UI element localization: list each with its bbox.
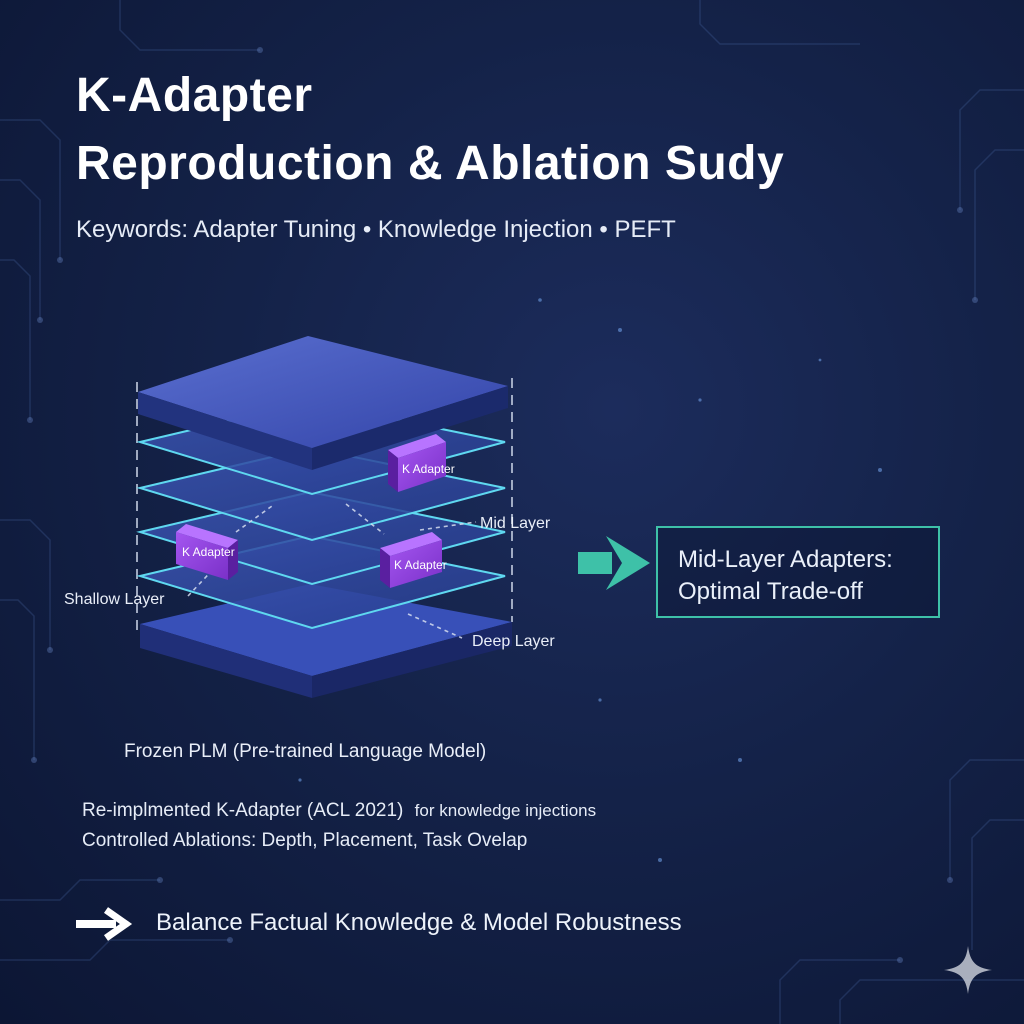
adapter-label-mid: K Adapter xyxy=(394,558,447,572)
title-line-2: Reproduction & Ablation Sudy xyxy=(76,137,785,190)
adapter-block-left: K Adapter xyxy=(176,524,238,580)
note-line-2: Controlled Ablations: Depth, Placement, … xyxy=(82,830,528,851)
connector-deep xyxy=(407,613,463,639)
title-line-1: K-Adapter xyxy=(76,69,313,122)
keywords-line: Keywords: Adapter Tuning • Knowledge Inj… xyxy=(76,216,676,243)
diagram-caption: Frozen PLM (Pre-trained Language Model) xyxy=(124,741,487,762)
label-shallow-layer: Shallow Layer xyxy=(64,591,165,608)
note-line-1-main: Re-implmented K-Adapter (ACL 2021) xyxy=(82,800,404,821)
callout-line-1: Mid-Layer Adapters: xyxy=(678,546,893,573)
adapter-block-upper: K Adapter xyxy=(388,434,455,492)
adapter-block-mid: K Adapter xyxy=(380,532,447,588)
arrow-right-icon xyxy=(76,907,133,941)
label-mid-layer: Mid Layer xyxy=(480,515,551,532)
sparkle-icon xyxy=(944,946,992,994)
connector-mid-label xyxy=(419,521,477,531)
callout-line-2: Optimal Trade-off xyxy=(678,578,863,605)
adapter-label-upper: K Adapter xyxy=(402,462,455,476)
label-deep-layer: Deep Layer xyxy=(472,633,555,650)
footer-text: Balance Factual Knowledge & Model Robust… xyxy=(156,909,682,936)
callout-box: Mid-Layer Adapters: Optimal Trade-off xyxy=(656,526,940,618)
layer-bottom xyxy=(140,584,512,698)
connector-mid xyxy=(345,503,385,535)
arrow-right-icon xyxy=(578,536,650,590)
note-line-1-suffix: for knowledge injections xyxy=(414,801,597,820)
note-line-1: Re-implmented K-Adapter (ACL 2021) for k… xyxy=(82,800,596,822)
layer-top xyxy=(138,336,508,470)
adapter-label-left: K Adapter xyxy=(182,545,235,559)
